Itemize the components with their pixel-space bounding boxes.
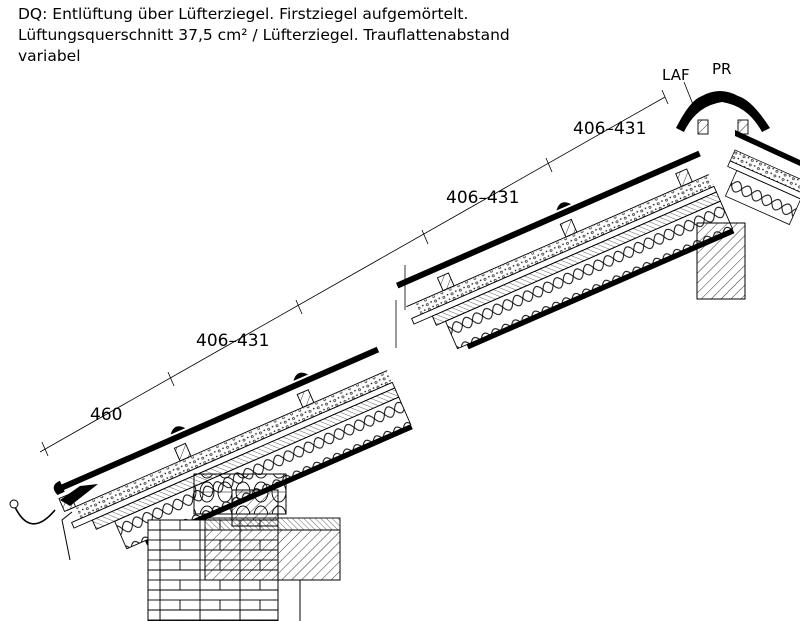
dimension-label-4: 406–431 (573, 119, 646, 139)
dimension-label-1: 460 (90, 405, 122, 425)
eave-roof-segment (53, 346, 413, 561)
ridge-detail (676, 91, 800, 300)
dimension-lines (39, 89, 669, 457)
wall-section (147, 473, 341, 621)
dimension-label-2: 406–431 (196, 331, 269, 351)
caption-line-1: DQ: Entlüftung über Lüfterziegel. Firstz… (18, 5, 469, 23)
dimension-label-3: 406–431 (446, 188, 519, 208)
label-pr: PR (712, 60, 731, 78)
gutter (9, 499, 56, 525)
drawing-caption: DQ: Entlüftung über Lüfterziegel. Firstz… (18, 4, 638, 67)
laf-leader-line (683, 81, 697, 113)
caption-line-2: Lüftungsquerschnitt 37,5 cm² / Lüfterzie… (18, 26, 510, 44)
ridge-roof-segment (395, 150, 735, 350)
caption-line-3: variabel (18, 47, 81, 65)
label-laf: LAF (662, 66, 690, 84)
